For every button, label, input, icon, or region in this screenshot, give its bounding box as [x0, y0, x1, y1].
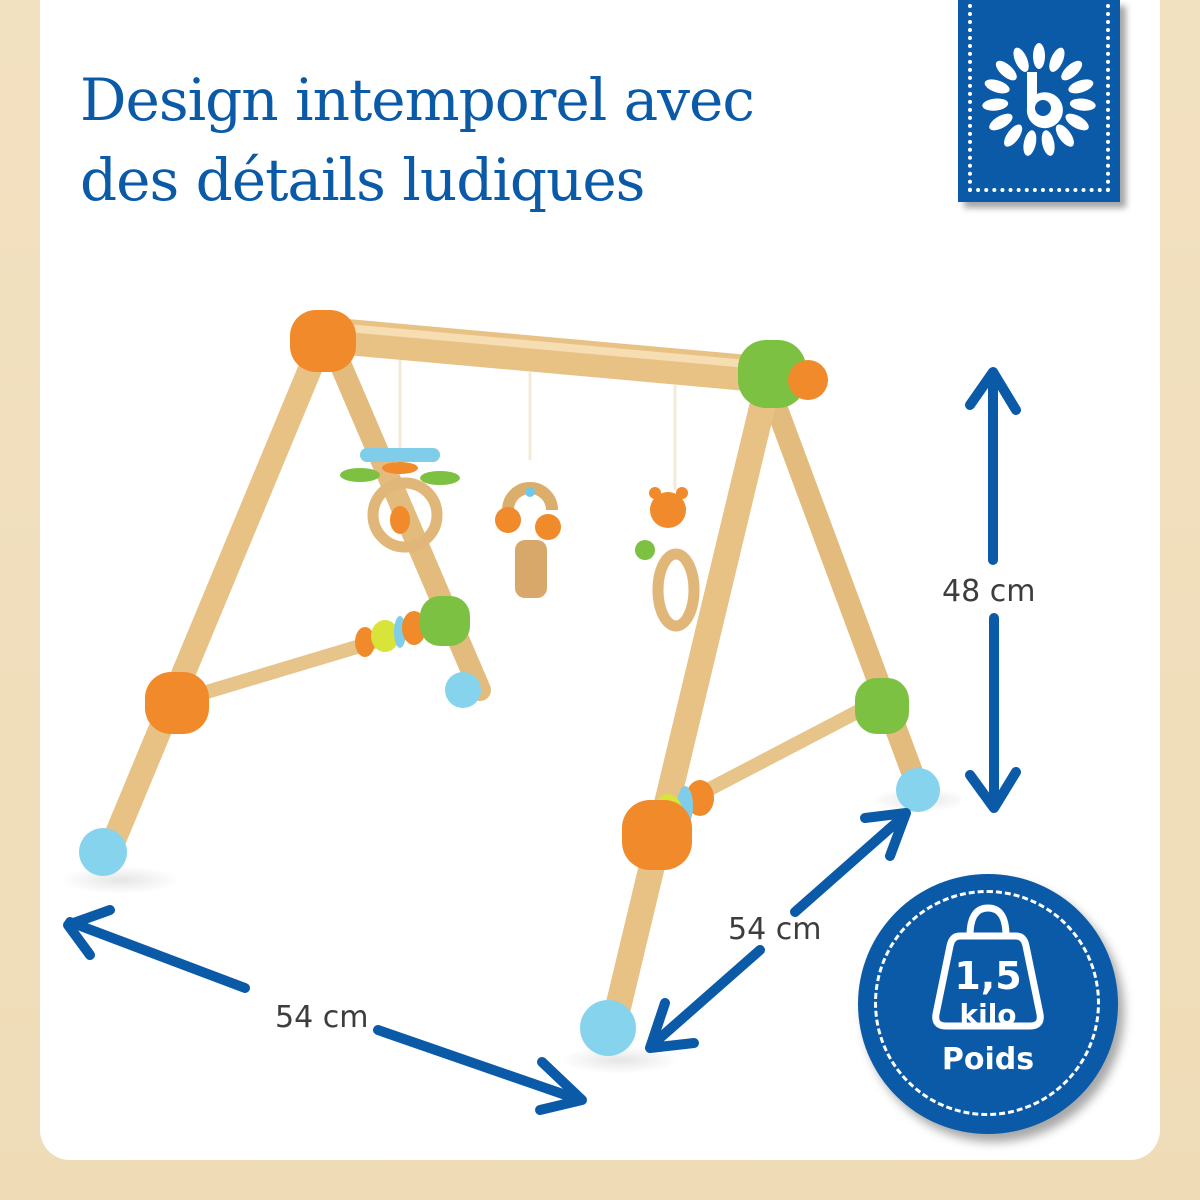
stitch-border — [968, 0, 1110, 192]
brand-logo-tag — [958, 0, 1120, 202]
height-arrow-icon — [965, 367, 1021, 813]
depth-dimension-label: 54 cm — [728, 912, 822, 947]
product-image-play-gym — [60, 310, 960, 1074]
width-arrow-icon — [63, 905, 587, 1115]
dashed-ring — [874, 890, 1100, 1116]
page-title: Design intemporel avec des détails ludiq… — [80, 60, 940, 220]
weight-label: Poids — [941, 1042, 1035, 1077]
weight-badge: 1,5 kilo Poids — [858, 874, 1118, 1134]
weight-icon — [932, 904, 1044, 1030]
title-line-2: des détails ludiques — [80, 146, 645, 214]
weight-unit: kilo — [959, 998, 1017, 1031]
height-dimension-label: 48 cm — [942, 574, 1036, 609]
weight-value: 1,5 — [954, 954, 1022, 998]
width-dimension-label: 54 cm — [275, 1000, 369, 1035]
depth-arrow-icon — [647, 808, 911, 1050]
title-line-1: Design intemporel avec — [80, 66, 755, 134]
brand-flower-logo-icon — [982, 43, 1096, 156]
